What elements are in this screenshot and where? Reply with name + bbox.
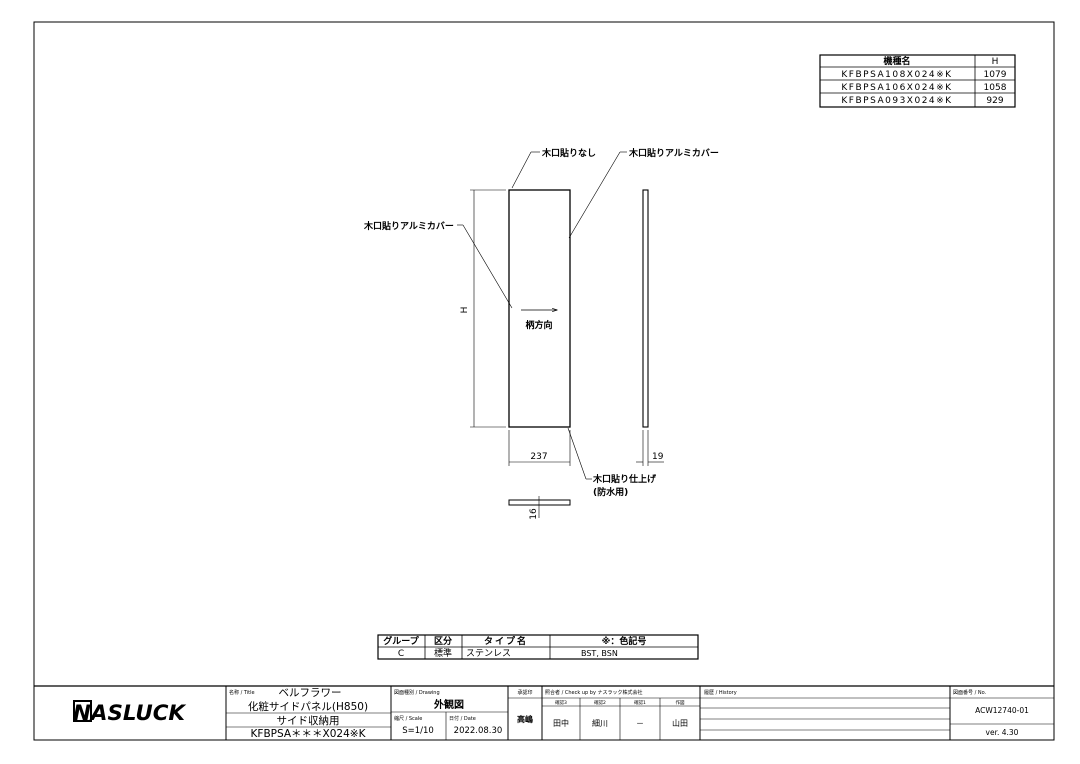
scale-value: S=1/10 [402,726,434,736]
model-table: 機種名 H KFBPSA108X024※K 1079 KFBPSA106X024… [819,54,1016,108]
date-label: 日付 / Date [449,715,476,722]
title-line: 化粧サイドパネル(H850) [248,700,368,713]
model-header-h: H [992,57,999,67]
spec-table: グループ 区分 タイプ名 ※：色記号 C 標準 ステンレス BST, BSN [377,634,699,660]
title-line: KFBPSA＊＊＊X024※K [251,728,367,740]
dim-h: H [460,307,470,314]
model-row-name: KFBPSA108X024※K [841,70,952,80]
label-no-edge: 木口貼りなし [541,147,596,159]
approval-value: 高嶋 [517,714,533,724]
number-value: ACW12740-01 [975,706,1029,715]
model-row-h: 1058 [984,83,1007,93]
spec-header: ※：色記号 [602,635,647,647]
model-header-name: 機種名 [883,55,910,67]
dim-thickness-side: 19 [652,452,664,462]
drawing-label: 図面種別 / Drawing [394,689,440,696]
title-line: ベルフラワー [279,687,342,699]
spec-value: BST, BSN [581,649,618,658]
side-view: 19 [636,189,664,466]
label-grain: 柄方向 [525,319,552,331]
check-value: 山田 [672,718,688,728]
date-value: 2022.08.30 [454,726,503,736]
edge-finish-callout: 木口貼り仕上げ (防水用) [567,427,657,498]
check-header: 確認1 [634,699,646,706]
model-row-h: 929 [986,96,1003,106]
dim-thickness-bottom: 16 [529,508,539,520]
history-label: 履歴 / History [704,690,737,696]
spec-header: 区分 [434,635,452,647]
panel-side [642,189,649,428]
panel-front [508,189,571,428]
spec-value: ステンレス [466,648,511,659]
model-row-h: 1079 [984,70,1007,80]
front-view: H 237 柄方向 [460,189,571,466]
bottom-view: 16 [508,496,571,520]
sheet-border [33,21,1055,741]
check-header: 確認2 [594,699,606,706]
check-value: 田中 [553,718,569,728]
spec-header: タイプ名 [484,635,528,647]
spec-header: グループ [383,635,419,647]
check-header: 作図 [676,699,685,706]
check-label: 照合者 / Check up by ナスラック株式会社 [545,689,643,696]
top-labels: 木口貼りなし 木口貼りアルミカバー 木口貼りアルミカバー [363,147,719,309]
label-alu-cover-right: 木口貼りアルミカバー [628,147,719,159]
label-edge-finish: 木口貼り仕上げ [592,473,657,485]
check-value: 細川 [592,718,608,728]
check-value: － [636,719,644,728]
title-block: NASLUCK 名称 / Title ベルフラワー 化粧サイドパネル(H850)… [34,685,1054,740]
panel-section [508,499,571,506]
check-header: 確認3 [555,699,567,706]
number-label: 図面番号 / No. [953,689,987,696]
logo-text: NASLUCK [73,701,187,725]
scale-label: 縮尺 / Scale [394,715,422,722]
drawing-value: 外観図 [433,698,464,711]
label-alu-cover-left: 木口貼りアルミカバー [363,220,454,232]
title-line: サイド収納用 [277,714,340,727]
version-value: ver. 4.30 [986,728,1019,737]
nasluck-logo: NASLUCK [73,700,187,725]
spec-value: C [398,649,404,659]
title-label: 名称 / Title [229,689,255,696]
model-row-name: KFBPSA106X024※K [841,83,952,93]
spec-value: 標準 [434,647,452,659]
dim-width: 237 [530,452,547,462]
model-row-name: KFBPSA093X024※K [841,96,952,106]
approval-label: 承認印 [517,689,532,696]
label-edge-finish-sub: (防水用) [593,486,628,498]
